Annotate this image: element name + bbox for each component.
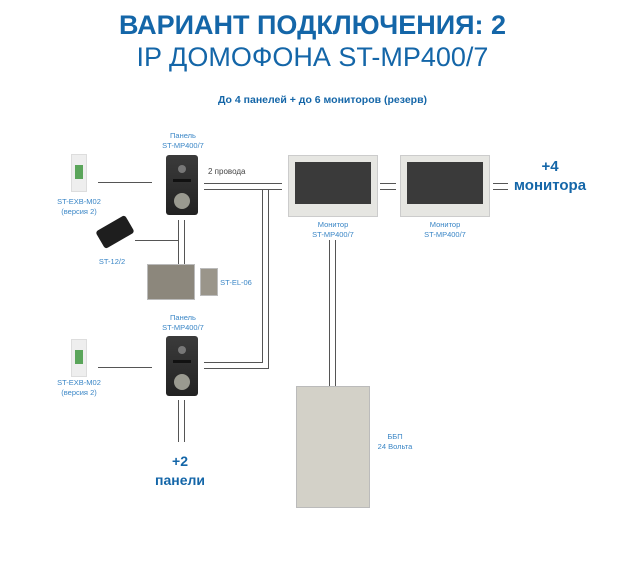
wires-label: 2 провода	[208, 167, 246, 176]
label: 24 Вольта	[377, 442, 413, 451]
door-panel-1	[166, 155, 198, 215]
power-adapter-label: ST-12/2	[98, 257, 126, 266]
speaker-icon	[173, 360, 191, 363]
label: ST-MP400/7	[162, 323, 204, 332]
subtitle: До 4 панелей + до 6 мониторов (резерв)	[217, 94, 428, 106]
label: ST-MP400/7	[162, 141, 204, 150]
door-panel-2	[166, 336, 198, 396]
wire	[178, 220, 179, 265]
wire	[204, 368, 268, 369]
wire	[184, 220, 185, 265]
camera-icon	[178, 165, 186, 173]
label: ST-MP400/7	[424, 230, 466, 239]
label: (версия 2)	[61, 207, 97, 216]
wire	[380, 183, 396, 184]
wire	[204, 183, 282, 184]
label: монитора	[513, 177, 587, 194]
wire	[329, 240, 330, 386]
lock	[147, 264, 195, 300]
exit-button-2	[71, 339, 87, 377]
lock-strike	[200, 268, 218, 296]
camera-icon	[178, 346, 186, 354]
more-monitors: +4 монитора	[505, 157, 595, 195]
label: +4	[541, 158, 559, 175]
label: Панель	[170, 313, 196, 322]
more-panels: +2 панели	[140, 452, 220, 490]
label: +2	[172, 453, 188, 469]
wire	[98, 182, 152, 183]
exit-button-1	[71, 154, 87, 192]
wire	[204, 189, 282, 190]
title-line2: IP ДОМОФОНА ST-MP400/7	[136, 42, 489, 72]
monitor-screen	[407, 162, 483, 204]
label: ST-EXB-M02	[57, 197, 101, 206]
label: ST-EXB-M02	[57, 378, 101, 387]
wire	[98, 367, 152, 368]
monitor-1	[288, 155, 378, 217]
label: Панель	[170, 131, 196, 140]
title-line1: ВАРИАНТ ПОДКЛЮЧЕНИЯ: 2	[118, 10, 507, 40]
wire	[262, 189, 263, 363]
label: (версия 2)	[61, 388, 97, 397]
wire	[380, 189, 396, 190]
label: панели	[155, 472, 205, 488]
exit-button1-label: ST-EXB-M02(версия 2)	[48, 197, 110, 217]
monitor-screen	[295, 162, 371, 204]
wire	[178, 400, 179, 442]
call-button-icon	[174, 374, 190, 390]
call-button-icon	[174, 193, 190, 209]
label: ББП	[387, 432, 403, 441]
wire	[493, 189, 508, 190]
label: ST-MP400/7	[312, 230, 354, 239]
ups-box	[296, 386, 370, 508]
speaker-icon	[173, 179, 191, 182]
lock-label: ST-EL-06	[220, 278, 252, 287]
monitor-2	[400, 155, 490, 217]
wire	[135, 240, 178, 241]
wire	[268, 189, 269, 369]
power-adapter	[95, 214, 135, 250]
wire	[335, 240, 336, 386]
wire	[184, 400, 185, 442]
label: Монитор	[317, 220, 349, 229]
wire	[493, 183, 508, 184]
exit-button2-label: ST-EXB-M02(версия 2)	[48, 378, 110, 398]
wire	[204, 362, 262, 363]
label: Монитор	[429, 220, 461, 229]
